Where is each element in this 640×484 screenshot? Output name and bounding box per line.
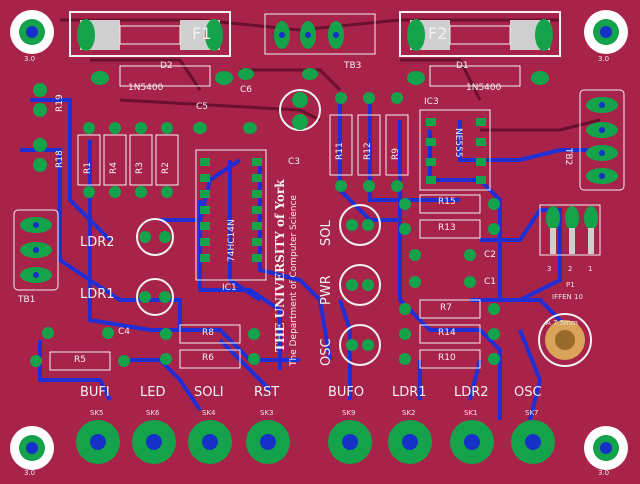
top-traces <box>60 18 601 132</box>
label-sk1: SK1 <box>464 409 478 417</box>
label-led-pwr: PWR <box>319 275 334 305</box>
label-conn-rst: RST <box>254 385 280 400</box>
label-pin-3: 3 <box>547 265 552 273</box>
diode-d1-outline <box>429 65 521 87</box>
component-rings <box>136 89 592 367</box>
label-d1-value: 1N5400 <box>466 83 502 93</box>
tb3-outline <box>264 13 376 55</box>
label-ic3-value: NE555 <box>453 128 463 158</box>
label-r4: R4 <box>109 162 119 174</box>
label-sk9: SK9 <box>342 409 356 417</box>
label-pot-value: A 7.5mm <box>546 319 578 327</box>
label-sk4: SK4 <box>202 409 216 417</box>
label-hole-tl: 3.0 <box>24 55 36 63</box>
label-sk7: SK7 <box>525 409 539 417</box>
label-conn-soli: SOLI <box>194 385 224 400</box>
label-r6: R6 <box>202 353 214 363</box>
label-r13: R13 <box>438 223 456 233</box>
potentiometer-knob <box>555 330 575 350</box>
label-r10: R10 <box>438 353 456 363</box>
label-d2-value: 1N5400 <box>128 83 164 93</box>
small-pads <box>30 68 549 367</box>
label-sk6: SK6 <box>146 409 160 417</box>
label-r19: R19 <box>55 94 65 112</box>
label-r1: R1 <box>83 162 93 174</box>
label-c1: C1 <box>484 277 497 287</box>
mount-holes <box>10 10 628 470</box>
label-pin-1: 1 <box>588 265 593 273</box>
label-r7: R7 <box>440 303 452 313</box>
label-tb1: TB1 <box>18 295 36 305</box>
label-hole-bl: 3.0 <box>24 469 36 477</box>
label-r11: R11 <box>335 142 345 160</box>
label-hole-br: 3.0 <box>598 469 610 477</box>
label-r9: R9 <box>391 148 401 160</box>
label-d2: D2 <box>160 61 173 71</box>
label-d1: D1 <box>456 61 469 71</box>
label-r12: R12 <box>363 142 373 160</box>
pad-holes <box>33 32 605 278</box>
label-tb2: TB2 <box>563 148 573 166</box>
label-f2: F2 <box>428 24 448 43</box>
label-ic1: IC1 <box>222 283 237 293</box>
label-p1: P1 <box>566 281 575 289</box>
bottom-traces <box>20 98 600 421</box>
logo-line2: The Department of Computer Science <box>289 195 299 366</box>
label-pin-2: 2 <box>568 265 573 273</box>
label-r18: R18 <box>55 150 65 168</box>
label-sk2: SK2 <box>402 409 416 417</box>
label-c6: C6 <box>240 85 253 95</box>
label-r15: R15 <box>438 197 456 207</box>
label-f1: F1 <box>192 24 212 43</box>
label-conn-osc: OSC <box>514 385 542 400</box>
label-r5: R5 <box>74 355 86 365</box>
label-r2: R2 <box>161 162 171 174</box>
label-p1-value: IFFEN 10 <box>552 293 583 301</box>
label-hole-tr: 3.0 <box>598 55 610 63</box>
label-c2: C2 <box>484 250 497 260</box>
label-c3: C3 <box>288 157 301 167</box>
label-ic3: IC3 <box>424 97 439 107</box>
label-sk5: SK5 <box>90 409 104 417</box>
label-c5: C5 <box>196 102 209 112</box>
label-r14: R14 <box>438 328 456 338</box>
label-conn-bufi: BUFI <box>80 385 110 400</box>
ic-pins <box>200 118 486 262</box>
label-r3: R3 <box>135 162 145 174</box>
label-r8: R8 <box>202 328 214 338</box>
label-sk3: SK3 <box>260 409 274 417</box>
connector-pads <box>76 420 555 464</box>
ic3-outline <box>419 109 491 191</box>
label-conn-led: LED <box>140 385 166 400</box>
label-c4: C4 <box>118 327 131 337</box>
label-tb3: TB3 <box>344 61 362 71</box>
ic1-outline <box>195 149 267 281</box>
label-led-osc: OSC <box>319 338 334 366</box>
label-conn-ldr2: LDR2 <box>454 385 489 400</box>
diode-d2-outline <box>119 65 211 87</box>
label-ic1-value: 74HC14N <box>227 219 237 262</box>
label-ldr2: LDR2 <box>80 235 115 250</box>
label-ldr1: LDR1 <box>80 287 115 302</box>
resistor-outlines <box>49 114 481 371</box>
logo-line1: THE UNIVERSITY of York <box>273 179 287 352</box>
label-conn-bufo: BUFO <box>328 385 365 400</box>
label-conn-ldr1: LDR1 <box>392 385 427 400</box>
label-led-sol: SOL <box>319 220 334 246</box>
